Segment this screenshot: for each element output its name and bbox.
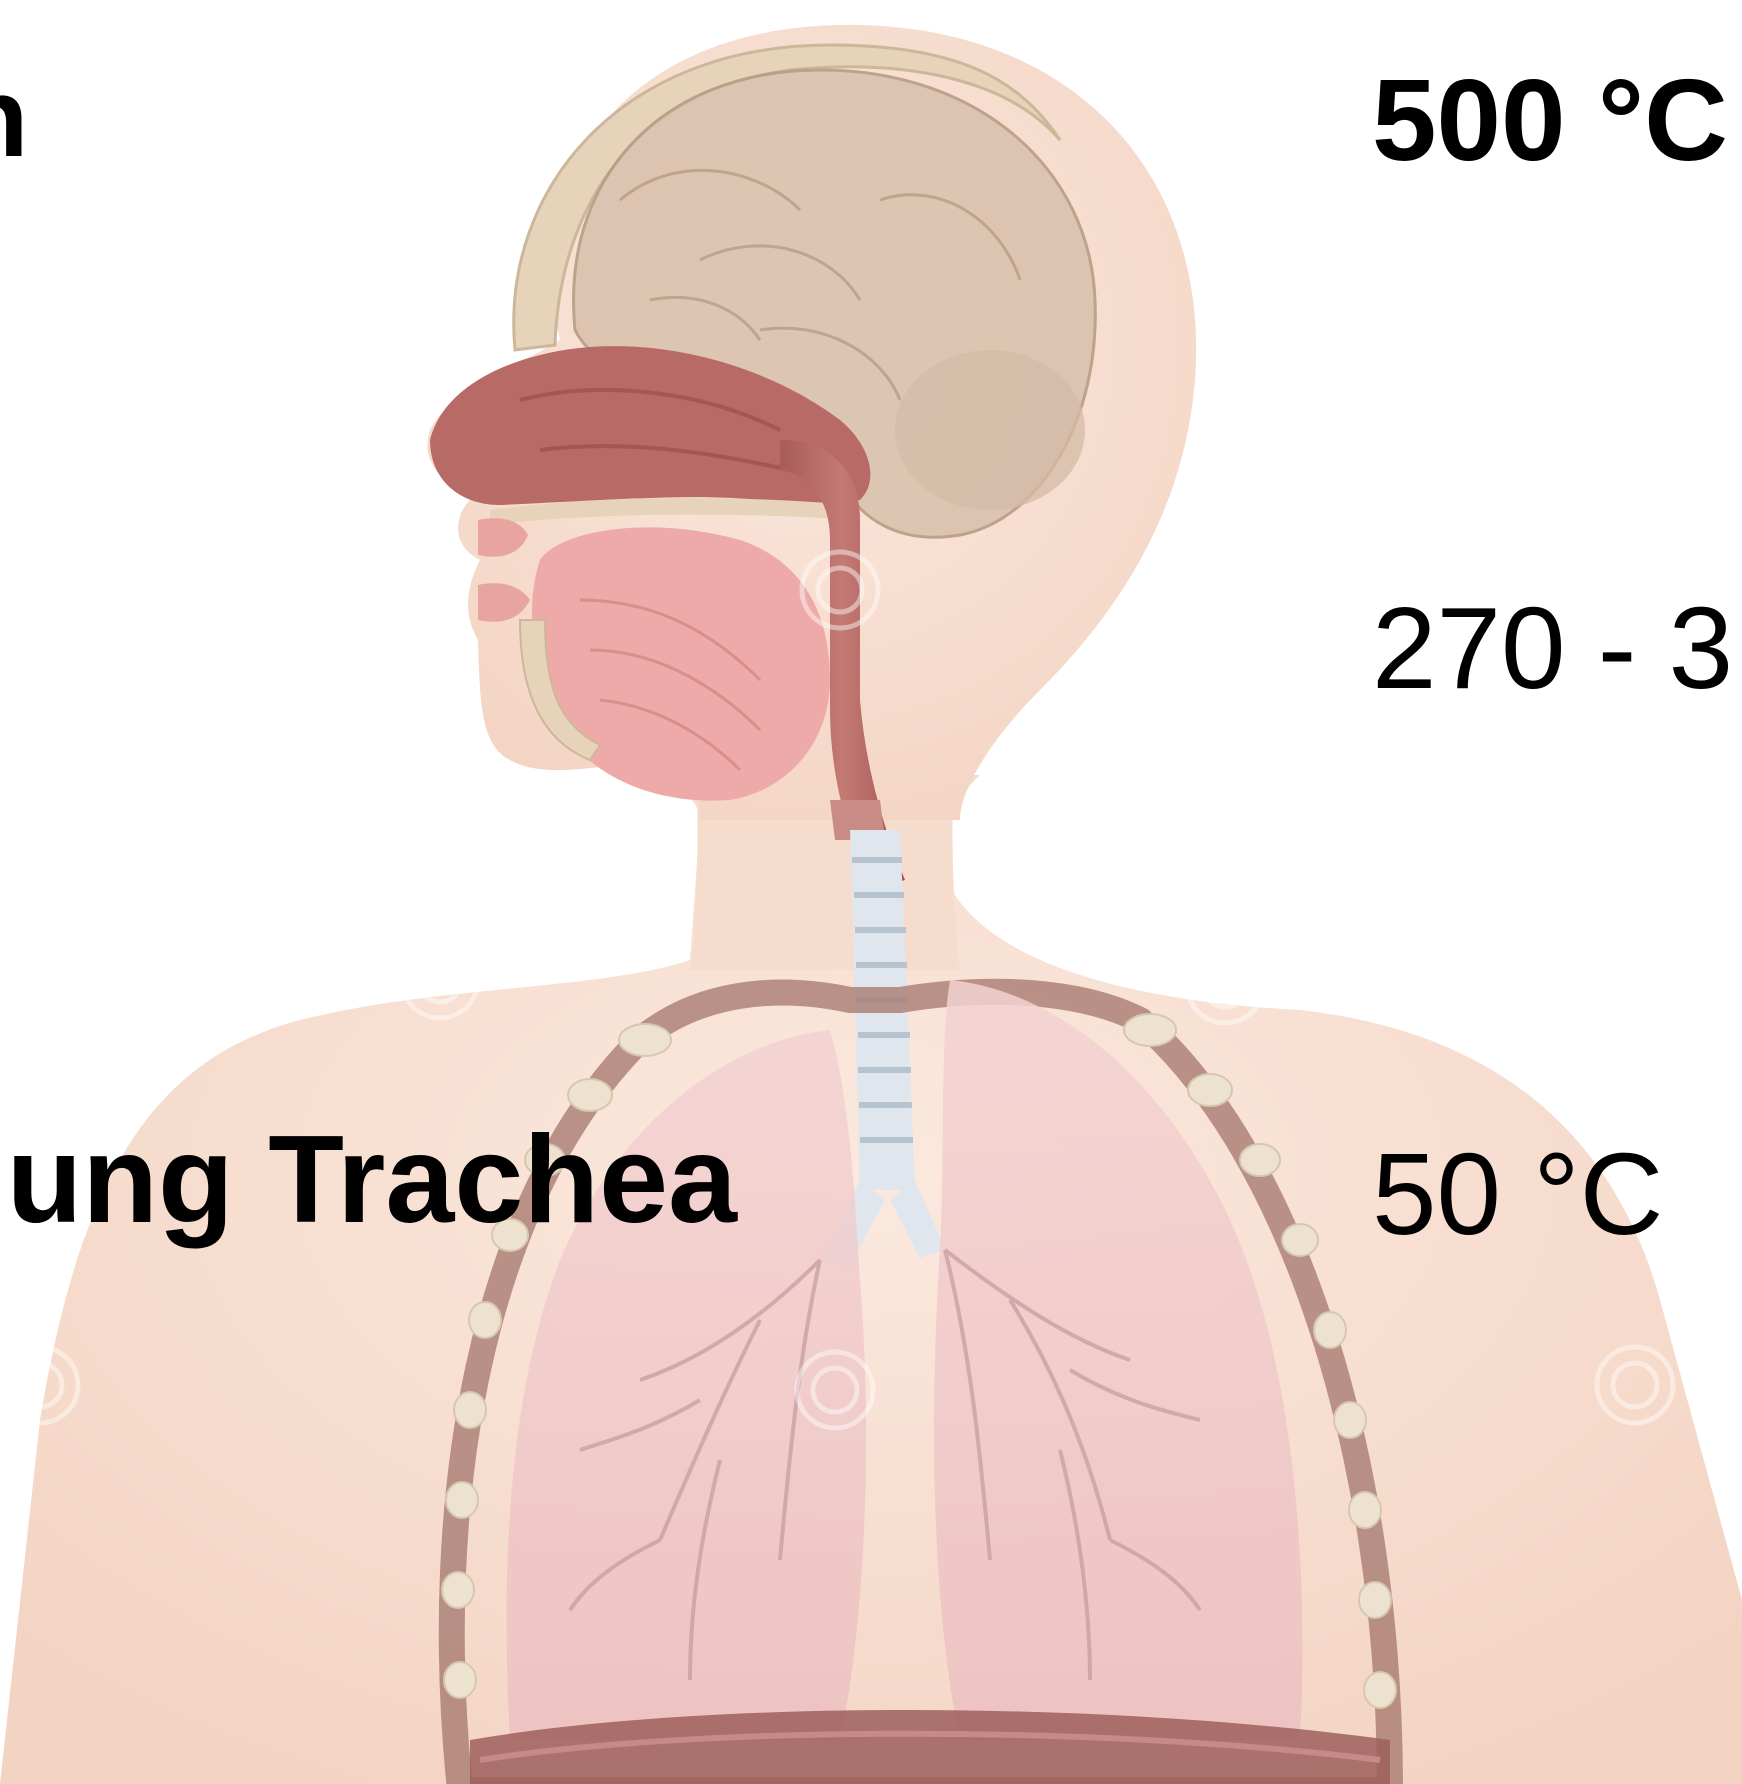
- cerebellum: [895, 350, 1085, 510]
- temperature-label-top: 500 °C: [1372, 62, 1728, 178]
- temperature-label-bottom: 50 °C: [1372, 1136, 1663, 1252]
- temperature-label-middle: 270 - 3: [1372, 590, 1733, 706]
- left-label-bottom: ung Trachea: [7, 1118, 737, 1242]
- left-label-top: n: [0, 62, 28, 174]
